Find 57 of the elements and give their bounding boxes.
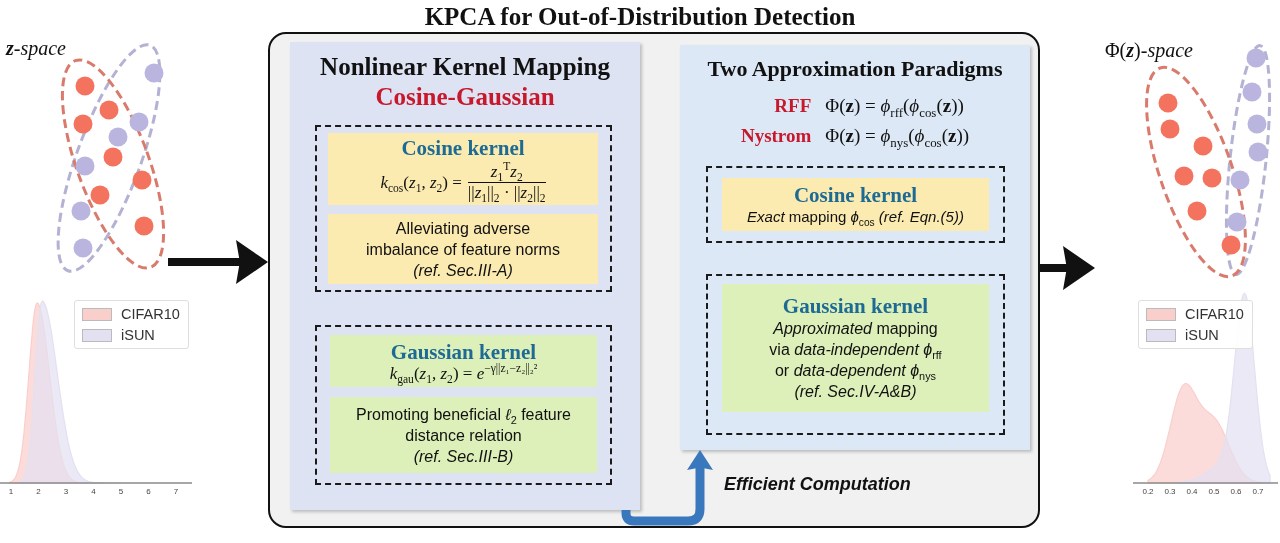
- legend-label: CIFAR10: [121, 305, 180, 323]
- legend-label: iSUN: [1185, 326, 1219, 344]
- approximation-panel: [680, 45, 1030, 450]
- tick-label: 0.5: [1208, 487, 1220, 497]
- description-text: Approximated mapping via data-independent ϕ$_{rff}$ or data-dependent ϕ$_{nys}$: [768, 319, 943, 381]
- mapping-panel: [290, 42, 640, 510]
- tick-label: 7: [173, 487, 179, 497]
- description-text: Exact mapping ϕ$_{cos}$ (ref. Eqn.(5)): [747, 206, 964, 227]
- formula: Φ(z) = ϕ$_{rff}$(ϕ$_{cos}$(z)): [825, 94, 965, 121]
- dashed-frame: [315, 325, 612, 485]
- panel-heading: Two Approximation Paradigms: [707, 55, 1003, 83]
- outer-frame: [268, 32, 1040, 528]
- space-label: z-space: [6, 36, 66, 60]
- edge-label: Efficient Computation: [724, 473, 911, 495]
- arrow: [1040, 246, 1095, 290]
- figure-title: KPCA for Out-of-Distribution Detection: [424, 2, 856, 32]
- tick-label: 4: [91, 487, 96, 497]
- kernel-card: [722, 284, 989, 412]
- kernel-title: Gaussian kernel: [782, 294, 929, 318]
- legend-label: CIFAR10: [1185, 305, 1244, 323]
- reference-text: (ref. Sec.III-B): [413, 446, 514, 467]
- panel-heading: Nonlinear Kernel Mapping: [320, 52, 610, 82]
- description-text: Alleviating adverse imbalance of feature norms: [365, 218, 561, 260]
- kernel-title: Cosine kernel: [793, 182, 918, 207]
- formula: k$_{cos}$(z$_{1}$, z$_{2}$) =: [380, 172, 462, 192]
- kernel-card: [722, 178, 989, 231]
- space-label: Φ(z)-space: [1105, 38, 1193, 62]
- legend-label: iSUN: [121, 326, 155, 344]
- reference-text: (ref. Sec.III-A): [413, 260, 513, 281]
- tick-label: 6: [146, 487, 151, 497]
- tick-label: 0.3: [1164, 487, 1176, 497]
- method-label: Nystrom: [740, 124, 812, 148]
- bent-arrow: [621, 450, 713, 526]
- dashed-frame: [315, 125, 612, 292]
- formula: ||z$_{1}$||$_{2}$ · ||z$_{2}$||$_{2}$: [467, 183, 546, 202]
- description-text: Promoting beneficial ℓ$_{2}$ feature distance relation: [356, 404, 571, 446]
- reference-text: (ref. Sec.IV-A&B): [794, 382, 917, 402]
- kernel-title: Cosine kernel: [401, 136, 525, 160]
- kernel-title: Gaussian kernel: [390, 339, 537, 364]
- kernel-card: [328, 133, 598, 205]
- tick-label: 3: [63, 487, 69, 497]
- tick-label: 0.7: [1252, 487, 1264, 497]
- tick-label: 0.4: [1186, 487, 1198, 497]
- description-card: [328, 214, 598, 284]
- tick-label: 1: [8, 487, 14, 497]
- description-card: [330, 397, 597, 473]
- tick-label: 2: [36, 487, 41, 497]
- method-label: RFF: [773, 94, 812, 118]
- dashed-frame: [706, 274, 1005, 435]
- tick-label: 0.2: [1142, 487, 1154, 497]
- formula: Φ(z) = ϕ$_{nys}$(ϕ$_{cos}$(z)): [825, 124, 970, 151]
- kernel-card: [330, 335, 597, 387]
- tick-label: 0.6: [1230, 487, 1242, 497]
- formula: z$_{1}$$^{T}$z$_{2}$: [467, 162, 546, 183]
- tick-label: 5: [118, 487, 124, 497]
- panel-subheading: Cosine-Gaussian: [375, 82, 555, 112]
- dashed-frame: [706, 166, 1005, 243]
